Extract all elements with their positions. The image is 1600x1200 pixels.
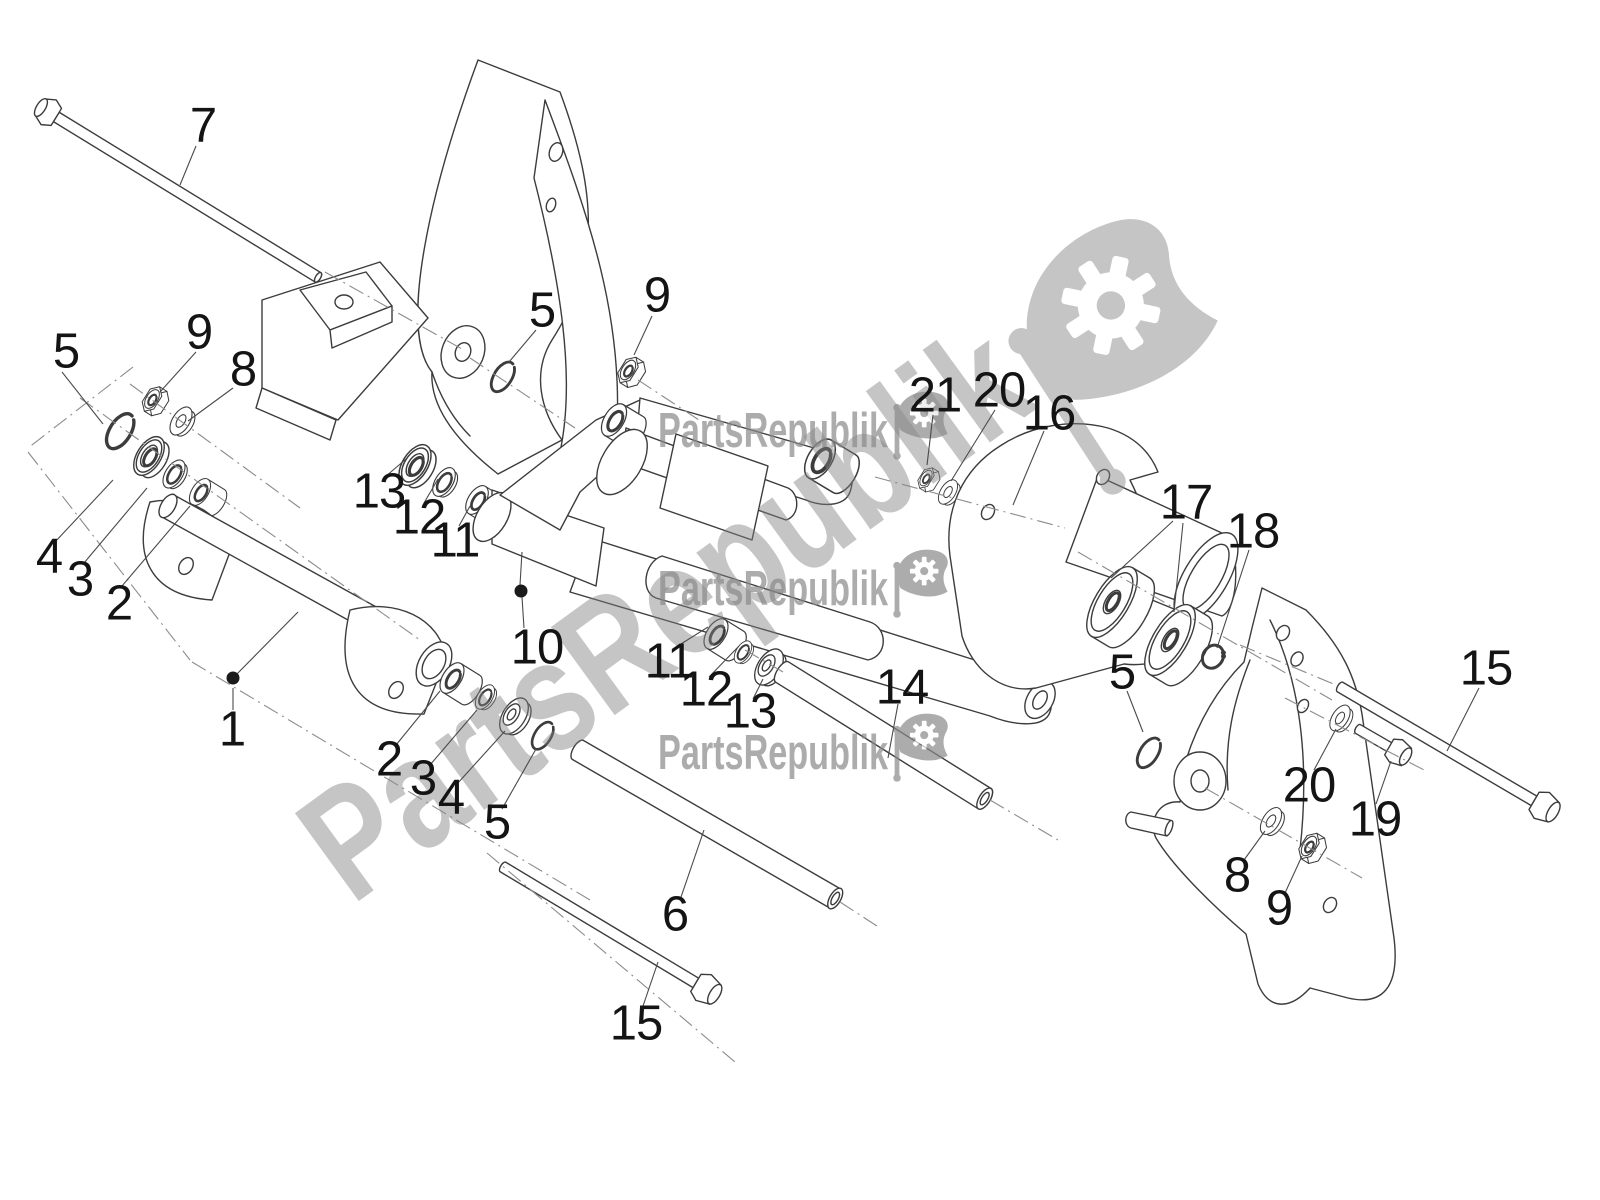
watermark-row-1: PartsRepublik <box>658 392 948 460</box>
flag-gear-icon <box>893 550 948 618</box>
svg-text:PartsRepublik: PartsRepublik <box>658 404 889 458</box>
snap-ring-5-left <box>99 407 142 455</box>
silent-block-disc-17a <box>1086 565 1156 649</box>
o-ring-5-right <box>1131 732 1167 774</box>
tube-6 <box>570 739 844 910</box>
nut-9-top <box>612 352 651 393</box>
silent-block-disc-17b <box>1144 603 1214 687</box>
spacer-tube-14 <box>773 660 994 810</box>
svg-text:PartsRepublik: PartsRepublik <box>658 726 889 780</box>
bolt-15-bottom <box>498 861 723 1005</box>
bolt-19 <box>1353 723 1413 767</box>
watermark-row-2: PartsRepublik <box>658 550 948 618</box>
frame-rear-plate <box>1125 587 1396 1005</box>
rocker-arm-1 <box>142 493 453 715</box>
bolt-15-right <box>1335 681 1561 823</box>
construction-axis-lines <box>27 271 1429 1063</box>
leader-lines <box>54 145 1480 1007</box>
watermark-row-3: PartsRepublik <box>658 714 948 782</box>
reference-dots <box>226 584 528 685</box>
frame-front-member <box>255 59 619 475</box>
svg-text:PartsRepublik: PartsRepublik <box>658 562 889 616</box>
bolt-7 <box>33 98 323 283</box>
swing-arm-10 <box>472 397 1056 725</box>
nut-9-left <box>137 382 174 421</box>
